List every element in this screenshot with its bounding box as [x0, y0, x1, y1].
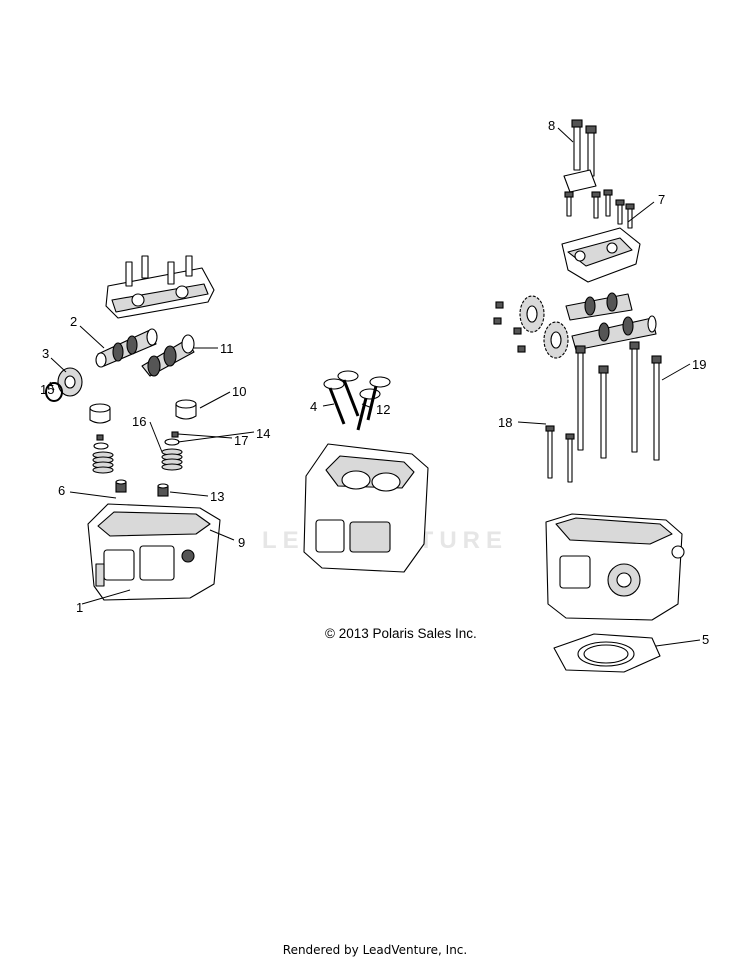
- cam-gear-upper: [519, 295, 545, 333]
- callout-16: 16: [132, 414, 146, 429]
- callout-8: 8: [548, 118, 555, 133]
- valve-keeper-left: [96, 434, 104, 441]
- callout-15: 15: [40, 382, 54, 397]
- callout-13: 13: [210, 489, 224, 504]
- callout-12: 12: [376, 402, 390, 417]
- camshaft-exhaust: [95, 328, 158, 368]
- camshaft-right-lower: [571, 315, 657, 351]
- cylinder-head-center: [303, 443, 429, 573]
- callout-7: 7: [658, 192, 665, 207]
- callout-18: 18: [498, 415, 512, 430]
- valve-seal-left: [115, 479, 127, 493]
- cylinder-head-right: [545, 513, 685, 621]
- cam-carrier-left: [105, 255, 215, 319]
- valve-keeper-right: [171, 431, 179, 438]
- callout-10: 10: [232, 384, 246, 399]
- cam-gear-lower: [543, 321, 569, 359]
- spring-retainer-left: [93, 442, 109, 450]
- callout-6: 6: [58, 483, 65, 498]
- chain-guide-bracket: [563, 169, 597, 193]
- valve-spring-left: [92, 451, 114, 474]
- valve-spring-right: [161, 448, 183, 471]
- head-gasket: [553, 633, 661, 673]
- copyright-notice: © 2013 Polaris Sales Inc.: [325, 626, 477, 641]
- callout-9: 9: [238, 535, 245, 550]
- exhaust-valve-pair-12: [356, 376, 391, 431]
- callout-4: 4: [310, 399, 317, 414]
- carrier-short-bolts: [564, 189, 635, 229]
- callout-14: 14: [256, 426, 270, 441]
- callout-2: 2: [70, 314, 77, 329]
- intake-valve-pair-4: [323, 370, 360, 425]
- leader-lines: [49, 127, 701, 647]
- callout-1: 1: [76, 600, 83, 615]
- callout-11: 11: [220, 341, 234, 356]
- head-bolts-short: [545, 425, 575, 483]
- camshaft-intake: [141, 334, 195, 377]
- cam-carrier-bolts: [571, 119, 597, 177]
- valve-bucket-left: [89, 403, 111, 424]
- cam-carrier-right: [561, 227, 641, 283]
- retaining-clip: [45, 382, 63, 402]
- gear-fasteners: [493, 301, 526, 353]
- callout-3: 3: [42, 346, 49, 361]
- valve-bucket-right: [175, 399, 197, 420]
- valve-seal-right: [157, 483, 169, 497]
- callout-5: 5: [702, 632, 709, 647]
- callout-17: 17: [234, 433, 248, 448]
- head-bolts-long: [575, 341, 662, 461]
- footer-credit: Rendered by LeadVenture, Inc.: [282, 943, 468, 957]
- camshaft-right-upper: [565, 292, 633, 321]
- cylinder-head-left: [87, 503, 221, 601]
- cam-sprocket: [57, 367, 83, 397]
- callout-19: 19: [692, 357, 706, 372]
- spring-retainer-right: [164, 438, 180, 446]
